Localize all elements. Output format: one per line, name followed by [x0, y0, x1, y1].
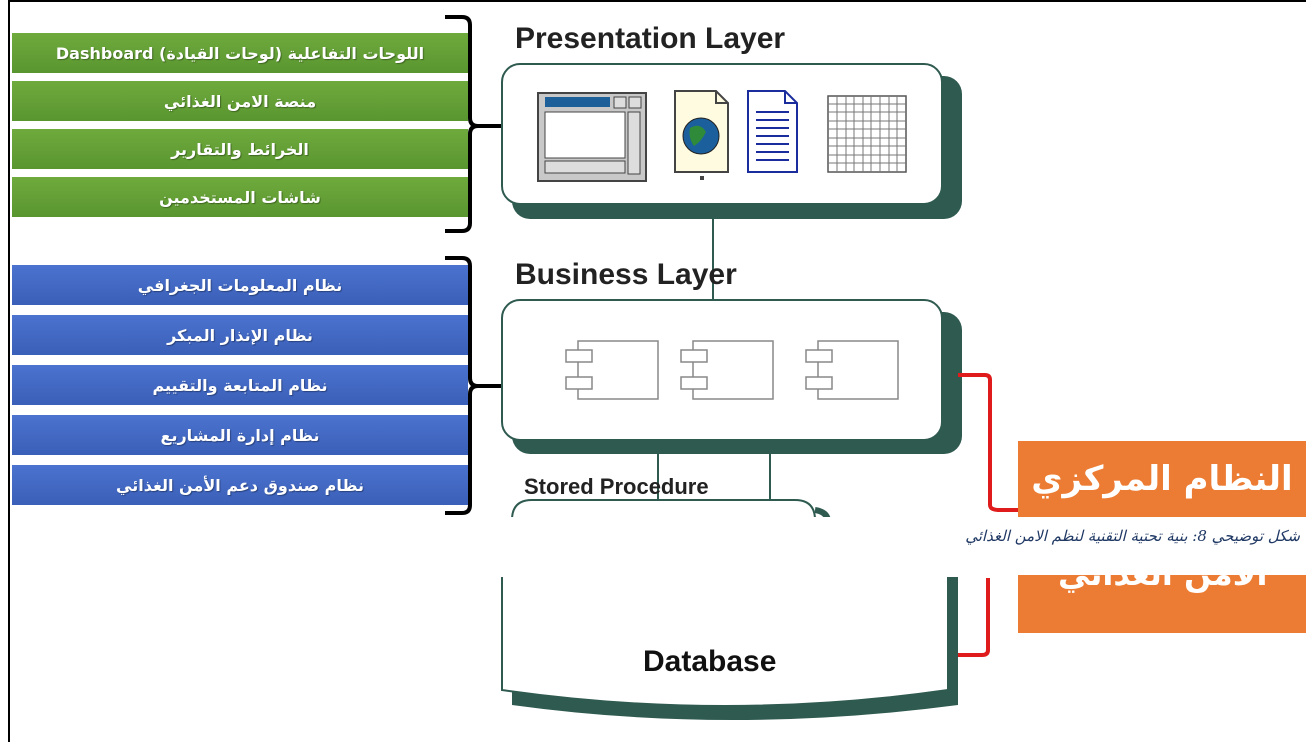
caption-gap: [470, 517, 1306, 575]
component-icon: [565, 340, 659, 400]
business-item[interactable]: نظام الإنذار المبكر: [10, 313, 470, 357]
database-label: Database: [643, 645, 777, 678]
central-system-box-lower: الأمن الغذائي: [1018, 575, 1306, 633]
stored-procedure-title: Stored Procedure: [524, 474, 709, 499]
red-connector: [958, 578, 990, 657]
component-icon: [805, 340, 899, 400]
business-item[interactable]: نظام صندوق دعم الأمن الغذائي: [10, 463, 470, 507]
business-item[interactable]: نظام المعلومات الجغرافي: [10, 263, 470, 307]
central-system-label: النظام المركزي: [1031, 459, 1293, 499]
grid-table-icon: [827, 95, 907, 173]
presentation-item[interactable]: الخرائط والتقارير: [10, 127, 470, 171]
presentation-brace: [445, 15, 510, 233]
central-system-lower-label: الأمن الغذائي: [1058, 575, 1267, 593]
window-icon: [537, 92, 647, 182]
database-cylinder: [501, 577, 949, 707]
business-item[interactable]: نظام إدارة المشاريع: [10, 413, 470, 457]
frame-left-border: [8, 0, 10, 742]
presentation-item[interactable]: شاشات المستخدمين: [10, 175, 470, 219]
business-layer-title: Business Layer: [515, 258, 737, 291]
presentation-layer-title: Presentation Layer: [515, 22, 786, 55]
central-system-box: النظام المركزي: [1018, 441, 1306, 517]
text-document-icon: [747, 90, 798, 173]
presentation-item[interactable]: اللوحات التفاعلية (لوحات القيادة) Dashbo…: [10, 31, 470, 75]
presentation-item[interactable]: منصة الامن الغذائي: [10, 79, 470, 123]
frame-top-border: [8, 0, 1306, 2]
component-icon: [680, 340, 774, 400]
stored-procedure-shape: [511, 499, 816, 521]
globe-document-icon: [674, 90, 729, 180]
business-item[interactable]: نظام المتابعة والتقييم: [10, 363, 470, 407]
red-connector: [958, 373, 1018, 512]
business-brace: [445, 256, 510, 515]
figure-caption: شكل توضيحي 8: بنية تحتية التقنية لنظم ال…: [965, 527, 1300, 545]
